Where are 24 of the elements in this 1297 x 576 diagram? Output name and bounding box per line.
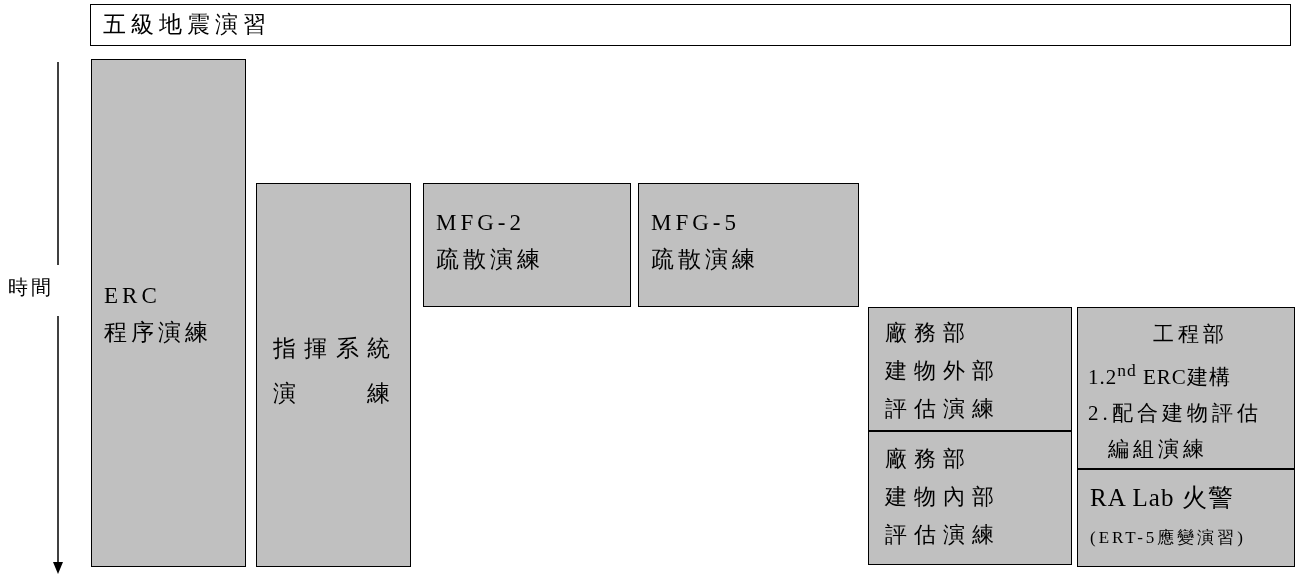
box-label: 指揮系統演練 — [273, 335, 398, 408]
box-label: 廠務部 — [885, 445, 973, 473]
box-label: RA Lab 火警 — [1090, 483, 1235, 513]
box-label: 工程部 — [1151, 321, 1229, 348]
box-label: 1.2$^{nd}$ ERC建構 — [1088, 359, 1232, 391]
activity-box — [423, 183, 631, 307]
activity-box — [638, 183, 859, 307]
box-label: MFG-2 疏散演練 — [436, 209, 545, 274]
activity-box — [1077, 307, 1295, 469]
activity-box — [256, 183, 411, 567]
axis-label: 時間 — [8, 275, 54, 300]
box-label: (ERT-5應變演習) — [1090, 527, 1247, 549]
activity-box — [868, 307, 1072, 431]
box-label: MFG-5 疏散演練 — [651, 209, 760, 274]
box-label: ERC 程序演練 — [104, 282, 213, 347]
box-label: 建物內部評估演練 — [885, 483, 1002, 549]
activity-box — [1077, 469, 1295, 567]
title-text: 五級地震演習 — [103, 11, 272, 39]
box-label: 廠務部 — [885, 319, 973, 347]
box-label: 建物外部評估演練 — [885, 357, 1002, 423]
activity-box — [868, 431, 1072, 565]
title-box — [90, 4, 1291, 46]
activity-box — [91, 59, 246, 567]
box-label: 2.配合建物評估編組演練 — [1088, 400, 1263, 463]
